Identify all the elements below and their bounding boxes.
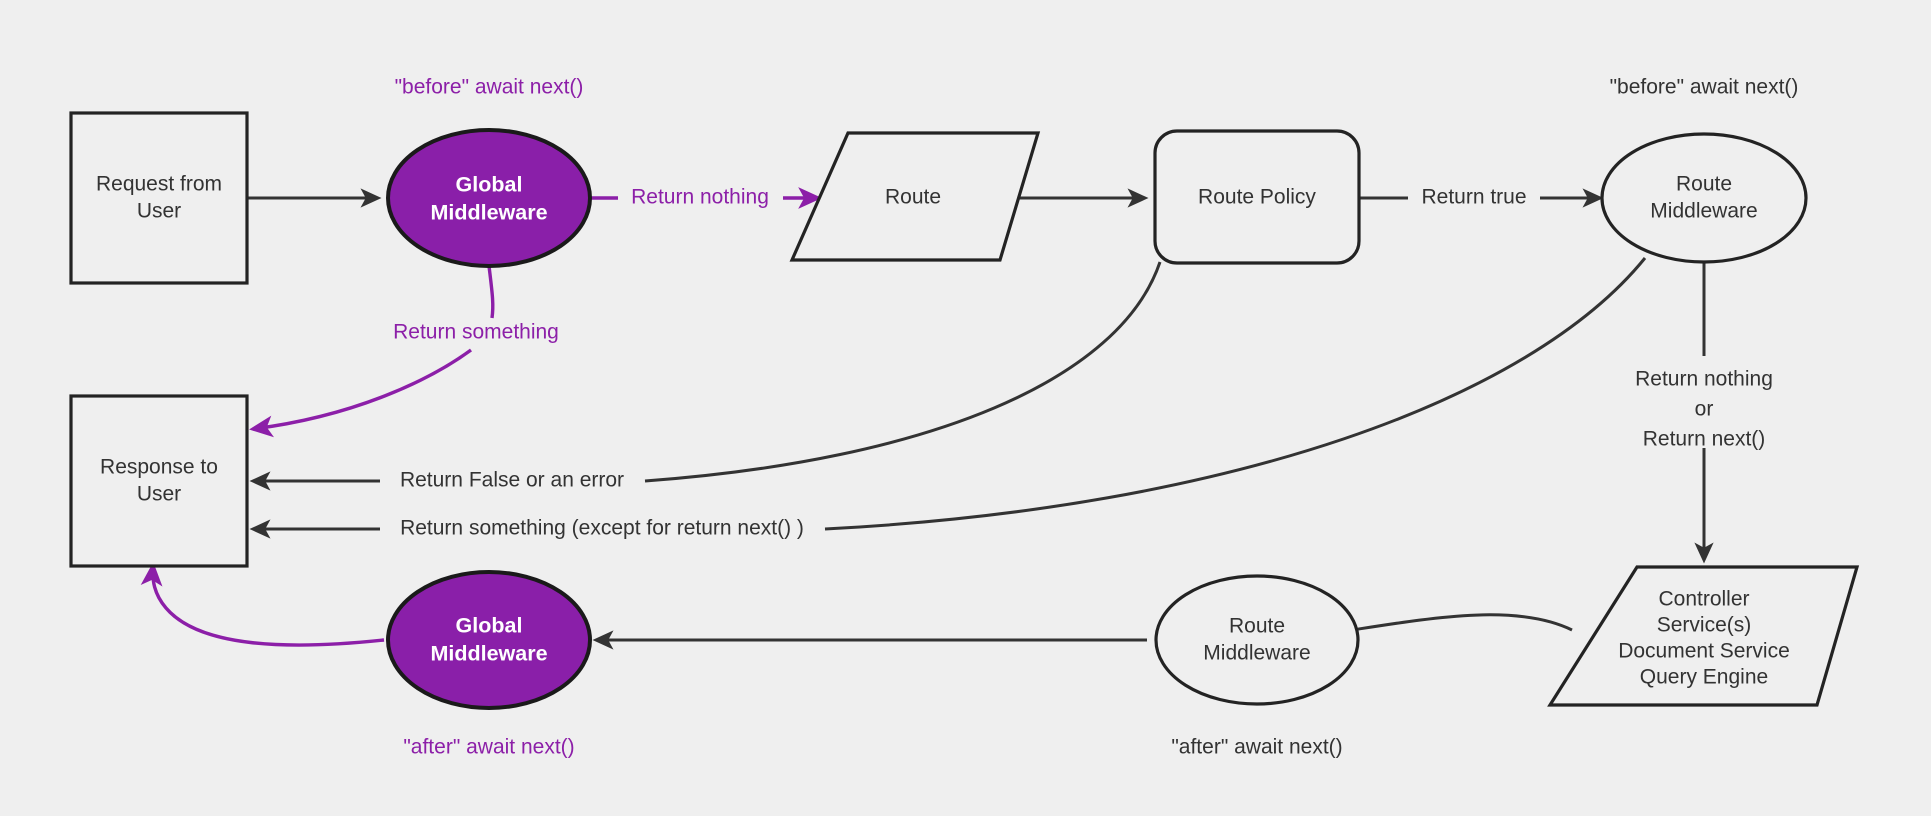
note-before-await-next-route: "before" await next() xyxy=(1610,76,1799,99)
global-middleware-after-label-line2: Middleware xyxy=(430,642,547,666)
edge-label-route-mw-return-line2: or xyxy=(1695,398,1714,421)
response-to-user-label-line1: Response to xyxy=(100,456,218,479)
request-from-user-label-line2: User xyxy=(137,200,181,223)
edge-label-return-nothing: Return nothing xyxy=(631,186,769,209)
node-global-middleware-before[interactable]: Global Middleware xyxy=(386,128,592,268)
node-route[interactable]: Route xyxy=(789,131,1041,262)
controller-services-label-line1: Controller xyxy=(1658,588,1749,611)
route-policy-label: Route Policy xyxy=(1198,186,1316,209)
route-middleware-after-label-line2: Middleware xyxy=(1203,642,1310,665)
controller-services-label-line4: Query Engine xyxy=(1640,666,1768,689)
note-after-await-next-global: "after" await next() xyxy=(403,736,574,759)
edge-label-return-something: Return something xyxy=(393,321,559,344)
edge-label-route-mw-return-line1: Return nothing xyxy=(1635,368,1773,391)
edge-route-middleware-to-response xyxy=(249,257,1647,539)
node-route-policy[interactable]: Route Policy xyxy=(1153,129,1361,265)
edge-label-return-true: Return true xyxy=(1421,186,1526,209)
note-after-await-next-route: "after" await next() xyxy=(1171,736,1342,759)
request-from-user-label-line1: Request from xyxy=(96,173,222,196)
node-route-middleware-after[interactable]: Route Middleware xyxy=(1154,574,1360,706)
controller-services-label-line2: Service(s) xyxy=(1657,614,1752,637)
controller-services-label-line3: Document Service xyxy=(1618,640,1790,663)
edge-label-return-something-except: Return something (except for return next… xyxy=(400,517,804,540)
node-request-from-user[interactable]: Request from User xyxy=(69,111,249,285)
node-route-middleware-before[interactable]: Route Middleware xyxy=(1600,132,1808,264)
route-middleware-after-label-line1: Route xyxy=(1229,615,1285,638)
route-middleware-before-label-line2: Middleware xyxy=(1650,200,1757,223)
global-middleware-after-label-line1: Global xyxy=(456,614,523,638)
edge-label-route-mw-return-line3: Return next() xyxy=(1643,428,1766,451)
note-before-await-next-global: "before" await next() xyxy=(395,76,584,99)
node-global-middleware-after[interactable]: Global Middleware xyxy=(386,570,592,710)
response-to-user-label-line2: User xyxy=(137,483,181,506)
edge-route-policy-to-response xyxy=(249,261,1162,491)
edge-label-return-false-or-error: Return False or an error xyxy=(400,469,624,492)
global-middleware-before-label-line2: Middleware xyxy=(430,201,547,225)
global-middleware-before-label-line1: Global xyxy=(456,173,523,197)
route-label: Route xyxy=(885,186,941,209)
edge-global-middleware-after-to-response xyxy=(140,562,385,647)
edge-global-middleware-to-response xyxy=(249,265,495,438)
node-controller-services[interactable]: Controller Service(s) Document Service Q… xyxy=(1547,565,1860,707)
route-middleware-before-label-line1: Route xyxy=(1676,173,1732,196)
node-response-to-user[interactable]: Response to User xyxy=(69,394,249,568)
